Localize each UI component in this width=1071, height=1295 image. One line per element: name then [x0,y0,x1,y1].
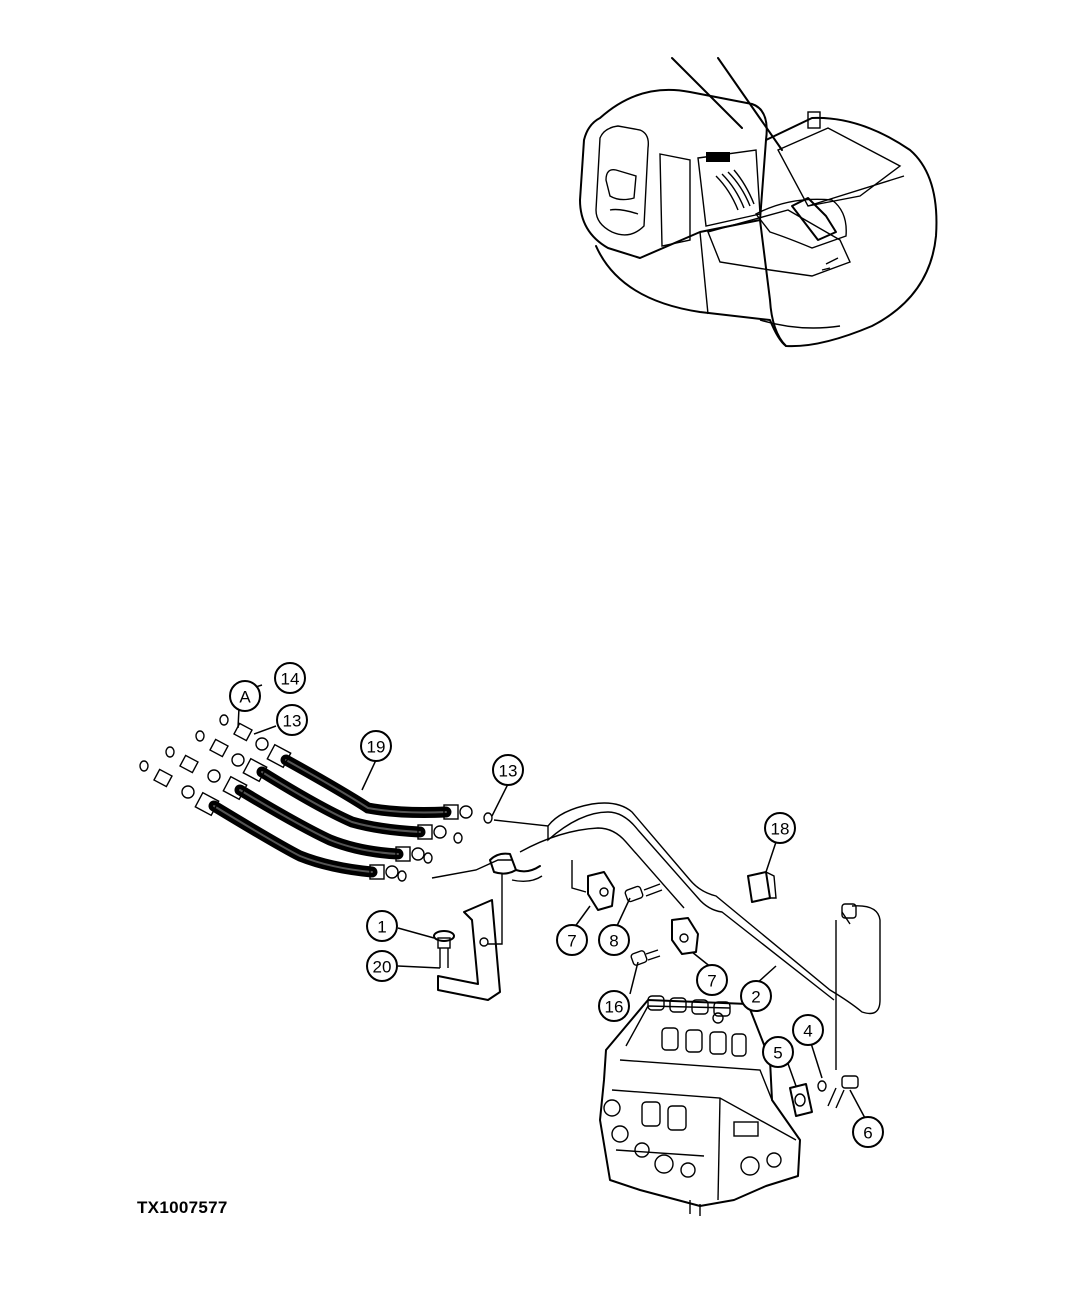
excavator-illustration [579,57,938,348]
callout-16-label: 16 [605,998,624,1017]
callout-14: 14 [274,662,306,694]
callout-5-label: 5 [773,1044,782,1063]
callout-4: 4 [792,1014,824,1046]
callout-6-label: 6 [863,1124,872,1143]
view-label-a: A [239,688,251,707]
callout-7-upper: 7 [556,924,588,956]
callout-13-left: 13 [276,704,308,736]
callout-1-label: 1 [377,918,386,937]
callout-5: 5 [762,1036,794,1068]
hose-assemblies [208,754,452,878]
callout-13-left-label: 13 [283,712,302,731]
callout-8-label: 8 [609,932,618,951]
steel-tube-lines [431,802,881,1070]
callout-a-view: A [229,680,261,712]
callout-16: 16 [598,990,630,1022]
callout-20: 20 [366,950,398,982]
callout-7-lower-label: 7 [707,972,716,991]
hose-fittings-right [369,804,493,882]
callout-18-label: 18 [771,820,790,839]
callout-7-upper-label: 7 [567,932,576,951]
callout-4-label: 4 [803,1022,812,1041]
callout-19-label: 19 [367,738,386,757]
callout-1: 1 [366,910,398,942]
callout-8: 8 [598,924,630,956]
callout-13-right-label: 13 [499,762,518,781]
callout-2: 2 [740,980,772,1012]
callout-19: 19 [360,730,392,762]
callout-7-lower: 7 [696,964,728,996]
callout-2-label: 2 [751,988,760,1007]
callout-6: 6 [852,1116,884,1148]
control-valve [599,995,859,1216]
callout-18: 18 [764,812,796,844]
callout-20-label: 20 [373,958,392,977]
figure-id: TX1007577 [137,1198,228,1217]
callout-13-right: 13 [492,754,524,786]
callout-14-label: 14 [281,670,300,689]
clamps-and-hardware [433,871,777,1001]
hose-fittings-left [139,714,292,817]
